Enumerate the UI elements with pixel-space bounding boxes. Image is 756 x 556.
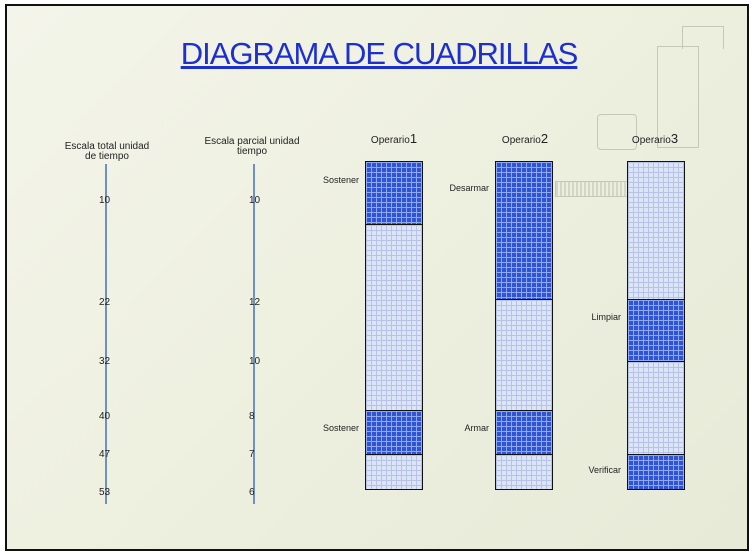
activity-label: Armar — [464, 423, 490, 434]
activity-label: Sostener — [322, 175, 359, 185]
segment-work — [496, 162, 552, 299]
partial-scale-tick: 8 — [249, 411, 255, 422]
segment-work — [366, 162, 422, 225]
segment-work — [628, 298, 684, 361]
total-scale-axis — [105, 164, 107, 504]
partial-scale-title-line2: tiempo — [236, 146, 267, 157]
activity-label: Sostener — [322, 423, 359, 434]
total-scale-tick: 53 — [99, 487, 111, 498]
diagram-title: DIAGRAMA DE CUADRILLAS — [180, 36, 579, 71]
operator-number: 1 — [409, 131, 418, 146]
segment-work — [496, 410, 552, 454]
activity-label: Verificar — [588, 465, 621, 476]
total-scale-title-line2: de tiempo — [85, 151, 129, 162]
segment-work — [628, 453, 684, 489]
total-scale-tick: 32 — [99, 356, 111, 367]
segment-idle — [628, 360, 684, 454]
partial-scale-tick: 10 — [249, 356, 261, 367]
total-scale-tick: 47 — [99, 449, 111, 460]
partial-scale-axis — [253, 164, 255, 504]
decorative-machine-tower — [657, 46, 699, 148]
total-scale-tick: 10 — [99, 195, 111, 206]
operator-name: Operario — [370, 135, 410, 146]
total-scale-title-line1: Escala total unidad — [64, 141, 150, 152]
operator-name: Operario — [501, 135, 541, 146]
decorative-machine-rail — [555, 181, 629, 197]
segment-idle — [366, 224, 422, 411]
activity-label: Limpiar — [591, 311, 621, 322]
partial-scale-tick: 7 — [249, 449, 255, 460]
operator-number: 3 — [670, 131, 679, 146]
total-scale-tick: 22 — [99, 297, 111, 308]
partial-scale-tick: 6 — [249, 487, 255, 498]
segment-idle — [366, 453, 422, 489]
operator-2-bar — [495, 161, 553, 490]
total-scale-title: Escala total unidad de tiempo — [52, 142, 162, 162]
segment-idle — [496, 453, 552, 489]
partial-scale-tick: 12 — [249, 297, 261, 308]
segment-work — [366, 410, 422, 454]
decorative-machine-box — [597, 114, 637, 150]
operator-number: 2 — [540, 131, 549, 146]
operator-1-bar — [365, 161, 423, 490]
operator-3-bar — [627, 161, 685, 490]
slide: DIAGRAMA DE CUADRILLAS Escala total unid… — [5, 4, 749, 551]
partial-scale-title-line1: Escala parcial unidad — [204, 136, 300, 147]
segment-idle — [496, 298, 552, 411]
total-scale-tick: 40 — [99, 411, 111, 422]
partial-scale-title: Escala parcial unidad tiempo — [197, 137, 307, 157]
operator-2-title: Operario2 — [485, 131, 565, 146]
decorative-machine-pipe — [682, 26, 724, 49]
operator-3-title: Operario3 — [615, 131, 695, 146]
segment-idle — [628, 162, 684, 299]
operator-name: Operario — [631, 135, 671, 146]
partial-scale-tick: 10 — [249, 195, 261, 206]
activity-label: Desarmar — [449, 183, 489, 193]
operator-1-title: Operario1 — [354, 131, 434, 146]
